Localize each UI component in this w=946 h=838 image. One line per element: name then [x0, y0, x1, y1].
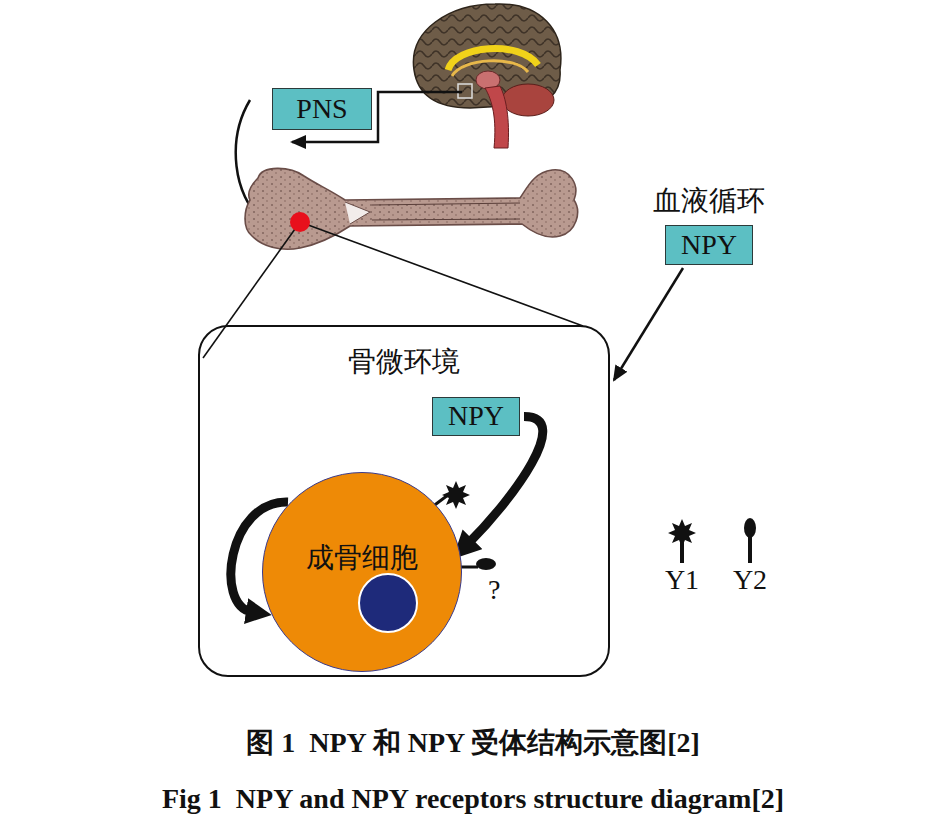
- y1-receptor: [432, 481, 470, 509]
- bone-illustration: [245, 168, 578, 249]
- nerve-box: PNS: [272, 88, 372, 130]
- caption: 图 1 NPY 和 NPY 受体结构示意图[2]: [0, 728, 946, 759]
- node-label: PNS: [296, 94, 347, 125]
- zoom-line: [203, 222, 300, 358]
- legend-label: Y2: [720, 565, 780, 596]
- unknown-mark: ?: [488, 575, 500, 606]
- legend-item: Y2: [720, 515, 780, 605]
- brain-illustration: [413, 4, 560, 148]
- npy-box: NPY: [432, 397, 520, 436]
- legend-item: Y1: [652, 515, 712, 605]
- y2-receptor: [458, 558, 496, 570]
- node-label: NPY: [448, 401, 504, 432]
- osteoblast-cell: 成骨细胞: [262, 472, 462, 672]
- legend-symbol: [652, 515, 712, 565]
- legend-label: Y1: [652, 565, 712, 596]
- legend-symbol: [720, 515, 780, 565]
- caption-english: Fig 1 NPY and NPY receptors structure di…: [0, 784, 946, 815]
- region-heading: 骨微环境: [200, 347, 608, 378]
- microenvironment-region: 骨微环境 NPY 成骨细胞: [198, 325, 610, 677]
- nerve-line: [292, 92, 462, 142]
- cell-label: 成骨细胞: [263, 543, 461, 574]
- circulation-arrow: [614, 268, 683, 380]
- blood-npy-box: 血液循环NPY: [665, 225, 753, 265]
- node-label: NPY: [681, 230, 737, 261]
- node-heading: 血液循环: [653, 186, 765, 217]
- site-dot: [290, 212, 310, 232]
- zoom-line: [300, 222, 583, 326]
- cell-nucleus: [358, 573, 418, 633]
